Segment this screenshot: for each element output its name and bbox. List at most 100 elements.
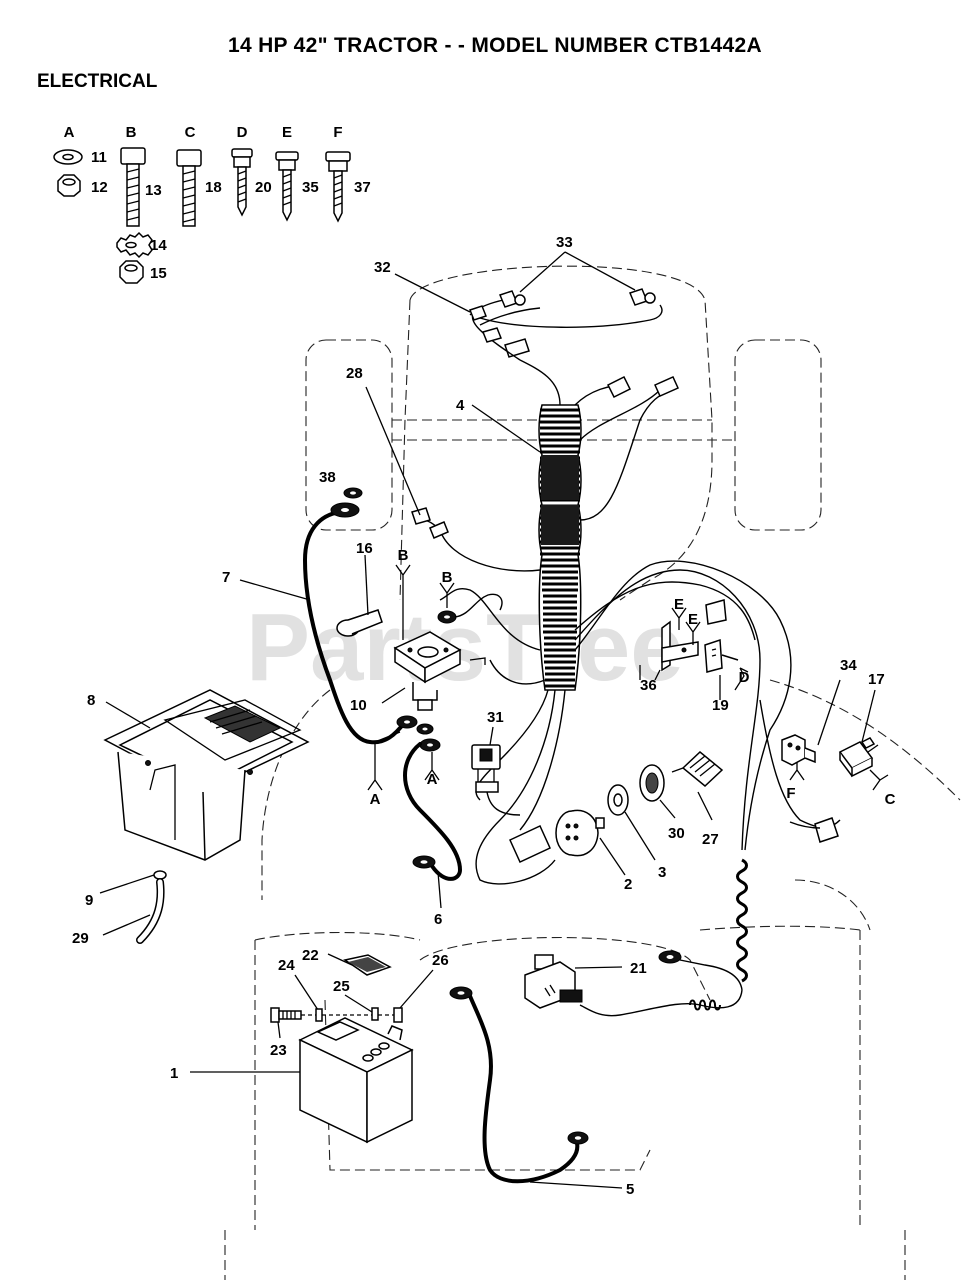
callout-10: 10 — [350, 697, 367, 714]
legend-part-11: 11 — [91, 149, 107, 166]
callout-38: 38 — [319, 469, 336, 486]
terminal-icon — [315, 1008, 323, 1022]
callout-1: 1 — [170, 1065, 178, 1082]
callout-7: 7 — [222, 569, 230, 586]
ignition-switch-icon — [555, 809, 605, 857]
callout-26: 26 — [432, 952, 449, 969]
legend-part-20: 20 — [255, 179, 272, 196]
hardware-ref-a: A — [370, 791, 381, 808]
callout-30: 30 — [668, 825, 685, 842]
switch-icon — [471, 744, 521, 816]
callout-33: 33 — [556, 234, 573, 251]
hardware-ref-f: F — [786, 785, 795, 802]
ring-terminal-icon — [419, 738, 441, 752]
legend-part-12: 12 — [91, 179, 108, 196]
callout-2: 2 — [624, 876, 632, 893]
connector-icon — [705, 599, 727, 625]
callout-19: 19 — [712, 697, 729, 714]
callout-labels: 1 2 3 4 5 6 7 8 9 10 16 17 19 21 22 23 2… — [72, 234, 885, 1198]
section-title: ELECTRICAL — [37, 71, 158, 92]
page-title: 14 HP 42" TRACTOR - - MODEL NUMBER CTB14… — [228, 34, 762, 57]
bolt-icon — [176, 149, 202, 227]
legend-part-37: 37 — [354, 179, 371, 196]
nut-icon — [607, 784, 629, 816]
legend-part-15: 15 — [150, 265, 167, 282]
callout-17: 17 — [868, 671, 885, 688]
connector-icon — [469, 305, 487, 321]
battery-cable — [468, 994, 580, 1184]
legend-part-14: 14 — [150, 237, 167, 254]
hardware-ref-b: B — [398, 547, 409, 564]
ring-terminal-icon — [412, 855, 436, 869]
grommet-icon — [153, 870, 167, 880]
callout-24: 24 — [278, 957, 295, 974]
fuse-holder-icon — [336, 609, 383, 637]
harness-loom — [538, 404, 582, 691]
seat-switch-icon — [838, 737, 879, 778]
callout-25: 25 — [333, 978, 350, 995]
terminal-icon — [393, 1007, 403, 1023]
ring-terminal-icon — [396, 715, 418, 729]
hex-nut-icon — [57, 174, 81, 197]
bracket-icon — [661, 620, 699, 672]
callout-8: 8 — [87, 692, 95, 709]
callout-3: 3 — [658, 864, 666, 881]
module-icon — [671, 751, 724, 787]
connector-icon — [481, 327, 503, 343]
screw-icon — [325, 151, 351, 223]
ring-terminal-icon — [330, 502, 360, 518]
washer-icon — [343, 487, 363, 499]
callout-9: 9 — [85, 892, 93, 909]
battery-tray-icon — [103, 689, 310, 861]
legend-letter-e: E — [282, 124, 292, 141]
ring-terminal-icon — [416, 723, 434, 735]
legend-letter-f: F — [333, 124, 342, 141]
ring-terminal-icon — [449, 986, 473, 1000]
callout-36: 36 — [640, 677, 657, 694]
washer-icon — [53, 149, 83, 165]
connector-icon — [606, 375, 632, 399]
headlight-bulb-icon — [628, 288, 656, 306]
relay-icon — [704, 638, 739, 673]
wire-harness — [411, 288, 841, 1017]
hardware-references: B B A A E E D F C — [370, 547, 896, 808]
hardware-legend: A B C D E F 11 12 13 — [53, 124, 371, 284]
hardware-ref-a: A — [427, 771, 438, 788]
callout-16: 16 — [356, 540, 373, 557]
connector-icon — [411, 507, 431, 525]
callout-32: 32 — [374, 259, 391, 276]
callout-6: 6 — [434, 911, 442, 928]
ring-terminal-icon — [567, 1131, 589, 1145]
terminal-cover-icon — [343, 954, 392, 976]
connector-icon — [814, 817, 839, 843]
headlight-bulb-icon — [498, 290, 526, 308]
battery-icon — [298, 1017, 414, 1144]
callout-27: 27 — [702, 831, 719, 848]
ring-terminal-icon — [658, 950, 682, 964]
connector-icon — [429, 521, 449, 539]
callout-28: 28 — [346, 365, 363, 382]
terminal-icon — [371, 1007, 379, 1021]
callout-34: 34 — [840, 657, 857, 674]
connector-icon — [509, 825, 551, 863]
callout-22: 22 — [302, 947, 319, 964]
legend-letter-a: A — [64, 124, 75, 141]
callout-31: 31 — [487, 709, 504, 726]
hardware-ref-d: D — [739, 669, 750, 686]
legend-letter-c: C — [185, 124, 196, 141]
hardware-ref-e: E — [674, 596, 684, 613]
callout-23: 23 — [270, 1042, 287, 1059]
callout-4: 4 — [456, 397, 465, 414]
interlock-switch-icon — [524, 954, 583, 1009]
hex-nut-icon — [119, 260, 144, 284]
solenoid-icon — [393, 631, 462, 711]
hardware-ref-b: B — [442, 569, 453, 586]
callout-29: 29 — [72, 930, 89, 947]
bezel-icon — [639, 764, 665, 802]
hardware-ref-e: E — [688, 611, 698, 628]
screw-icon — [275, 151, 299, 222]
connector-icon — [504, 338, 530, 358]
legend-letter-d: D — [237, 124, 248, 141]
